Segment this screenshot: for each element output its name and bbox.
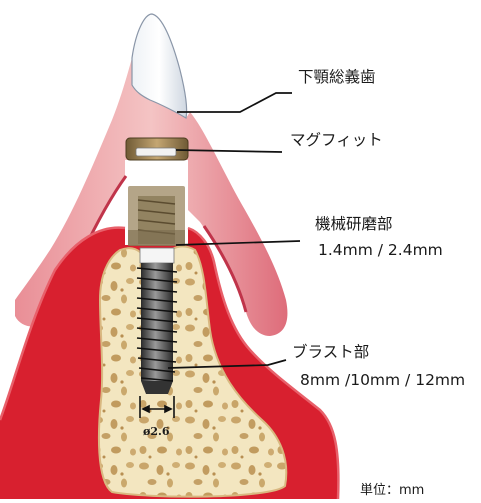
abutment xyxy=(128,186,185,246)
denture-label: 下顎総義歯 xyxy=(298,70,376,86)
leader-denture xyxy=(177,93,292,112)
implant-fixture xyxy=(137,248,177,394)
unit-label: 単位：mm xyxy=(360,484,424,497)
blast-size-label: 8mm /10mm / 12mm xyxy=(300,373,465,389)
blast-label: ブラスト部 xyxy=(292,345,369,361)
magfit-attachment xyxy=(126,138,188,160)
machined-label: 機械研磨部 xyxy=(315,217,393,233)
magfit-label: マグフィット xyxy=(290,133,383,149)
diameter-label: ø2.6 xyxy=(143,426,169,437)
machined-size-label: 1.4mm / 2.4mm xyxy=(318,243,443,259)
